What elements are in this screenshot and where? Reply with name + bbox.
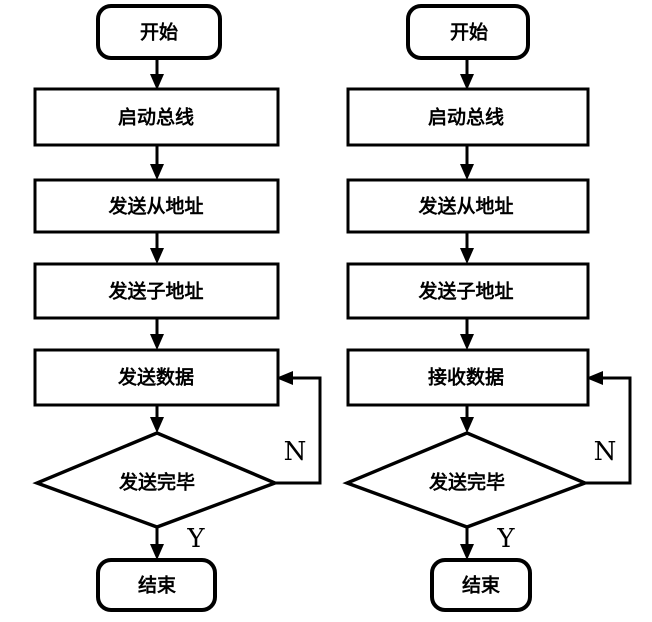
right-no-branch-label: N <box>594 437 617 467</box>
right-connector-step2-to-step3 <box>460 232 474 264</box>
left-connector-step1-to-step2 <box>150 145 164 180</box>
left-step2-node[interactable]: 发送从地址 <box>33 178 280 234</box>
left-flowchart: 开始 启动总线 发送从地址 发送子地址 发送数据 <box>32 4 322 612</box>
left-step3-node[interactable]: 发送子地址 <box>33 262 280 320</box>
left-yes-branch-label: Y <box>186 524 205 554</box>
left-end-node[interactable]: 结束 <box>96 558 217 612</box>
left-step2-label: 发送从地址 <box>107 195 203 218</box>
left-step3-label: 发送子地址 <box>107 280 203 303</box>
right-end-node[interactable]: 结束 <box>430 558 532 612</box>
left-connector-step2-to-step3 <box>150 232 164 264</box>
right-yes-branch-label: Y <box>496 524 515 554</box>
left-step4-node[interactable]: 发送数据 <box>33 348 280 407</box>
right-start-node[interactable]: 开始 <box>406 4 530 60</box>
left-start-node[interactable]: 开始 <box>96 4 222 60</box>
right-step3-node[interactable]: 发送子地址 <box>346 262 590 320</box>
right-step1-label: 启动总线 <box>428 106 504 129</box>
right-connector-step3-to-step4 <box>460 318 474 350</box>
left-decision-node[interactable]: 发送完毕 <box>32 431 280 529</box>
right-loop-back-no-branch <box>585 371 632 485</box>
left-connector-start-to-step1 <box>150 58 164 90</box>
right-step2-label: 发送从地址 <box>417 195 513 218</box>
left-loop-back-no-branch <box>275 371 322 485</box>
left-step1-label: 启动总线 <box>118 106 194 129</box>
right-connector-step4-to-decision <box>460 405 474 433</box>
left-start-label: 开始 <box>140 21 178 44</box>
left-step4-label: 发送数据 <box>117 366 194 389</box>
right-start-label: 开始 <box>450 21 488 44</box>
left-step1-node[interactable]: 启动总线 <box>33 87 280 147</box>
left-connector-decision-to-end <box>150 527 164 560</box>
left-decision-label: 发送完毕 <box>118 471 195 494</box>
left-no-branch-label: N <box>284 437 307 467</box>
right-decision-node[interactable]: 发送完毕 <box>342 431 590 529</box>
left-connector-step4-to-decision <box>150 405 164 433</box>
right-step1-node[interactable]: 启动总线 <box>346 87 590 147</box>
right-end-label: 结束 <box>462 574 501 597</box>
right-flowchart: 开始 启动总线 发送从地址 发送子地址 接收数据 <box>342 4 632 612</box>
right-step4-label: 接收数据 <box>428 366 504 389</box>
right-step3-label: 发送子地址 <box>417 280 513 303</box>
left-end-label: 结束 <box>138 574 177 597</box>
right-decision-label: 发送完毕 <box>428 471 505 494</box>
right-connector-step1-to-step2 <box>460 145 474 180</box>
right-connector-decision-to-end <box>460 527 474 560</box>
right-step2-node[interactable]: 发送从地址 <box>346 178 590 234</box>
left-connector-step3-to-step4 <box>150 318 164 350</box>
right-connector-start-to-step1 <box>460 58 474 90</box>
right-step4-node[interactable]: 接收数据 <box>346 348 590 407</box>
